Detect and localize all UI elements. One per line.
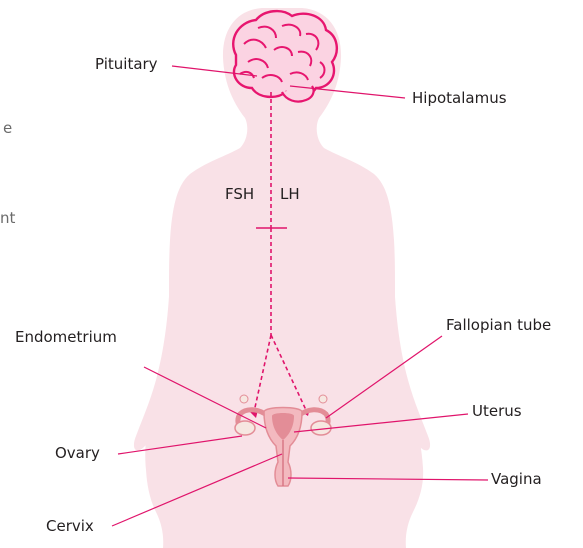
label-fallopian-tube: Fallopian tube bbox=[446, 316, 551, 334]
label-uterus: Uterus bbox=[472, 402, 522, 420]
label-endometrium: Endometrium bbox=[15, 328, 117, 346]
label-lh: LH bbox=[280, 185, 300, 203]
label-cervix: Cervix bbox=[46, 517, 94, 535]
left-ovary bbox=[235, 421, 255, 435]
label-vagina: Vagina bbox=[491, 470, 542, 488]
label-ovary: Ovary bbox=[55, 444, 100, 462]
label-fsh: FSH bbox=[225, 185, 254, 203]
clipped-text-line-2: nt bbox=[0, 209, 15, 227]
label-pituitary: Pituitary bbox=[95, 55, 158, 73]
clipped-text-line-1: e bbox=[3, 119, 12, 137]
brain-illustration bbox=[233, 11, 337, 102]
label-hipotalamus: Hipotalamus bbox=[412, 89, 507, 107]
